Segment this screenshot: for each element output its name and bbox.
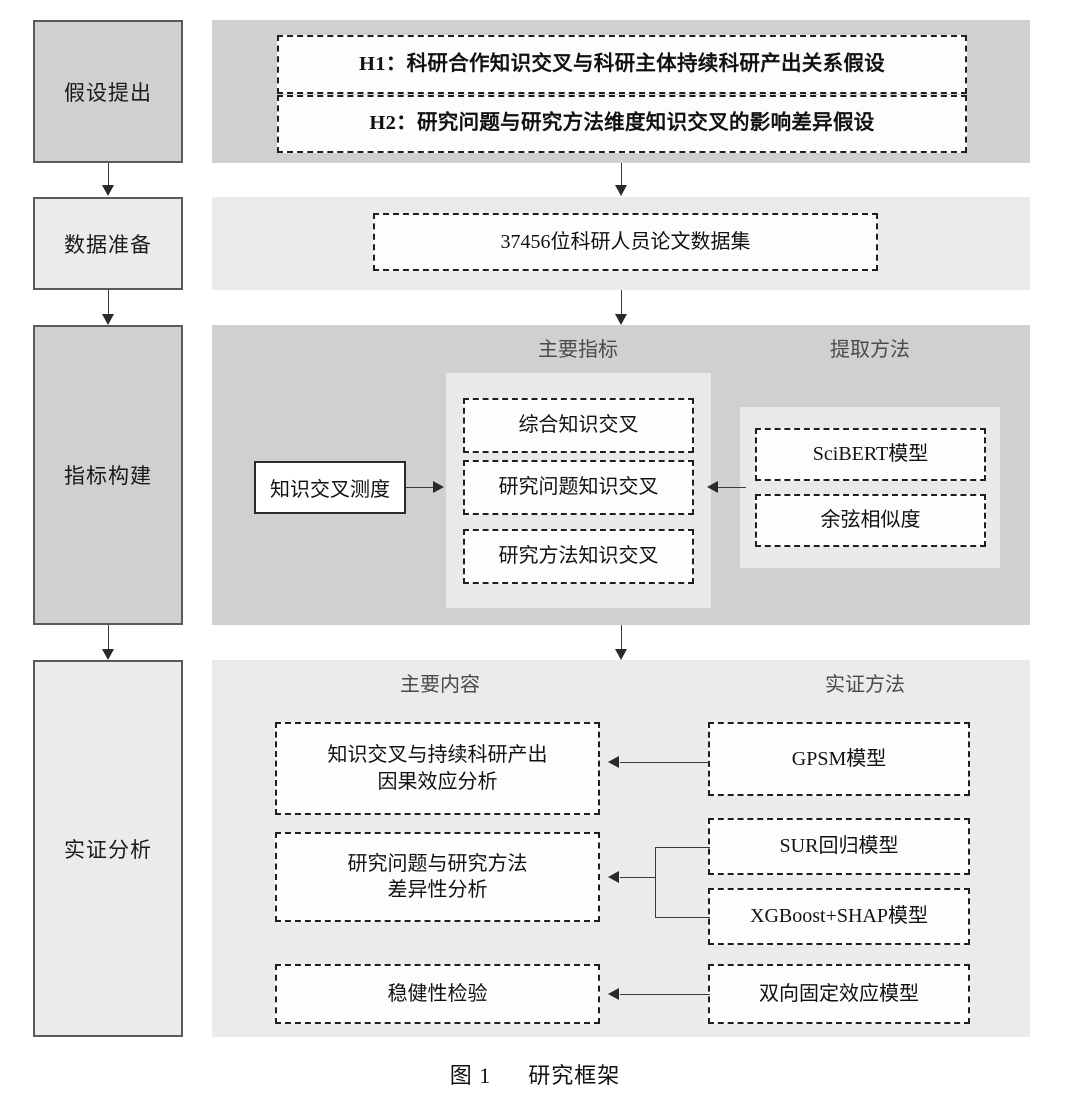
hypothesis-label: H1：科研合作知识交叉与科研主体持续科研产出关系假设 [359,52,885,75]
stage-box-empirical-analysis: 实证分析 [33,660,183,1037]
main-connector-3 [621,625,622,649]
stage-label: 数据准备 [64,232,152,257]
empirical-method-box-two-way-fixed-effects: 双向固定效应模型 [708,964,970,1024]
robustness-arrow-icon [608,988,619,1000]
hypothesis-label: H2：研究问题与研究方法维度知识交叉的影响差异假设 [369,112,875,135]
indicator-box-research-method: 研究方法知识交叉 [463,529,694,584]
data-preparation-box: 37456位科研人员论文数据集 [373,213,878,271]
gpsm-arrow-icon [608,756,619,768]
hypothesis-box-h1: H1：科研合作知识交叉与科研主体持续科研产出关系假设 [277,35,967,94]
extraction-to-indicator-connector [718,487,746,488]
figure-caption-title: 研究框架 [528,1063,621,1088]
method-label: 余弦相似度 [820,509,921,532]
content-label: 知识交叉与持续科研产出 因果效应分析 [327,744,548,793]
indicator-label: 研究方法知识交叉 [498,545,659,568]
column-header-label: 主要指标 [538,339,618,361]
fixed-effects-to-content-connector [620,994,710,995]
column-header-label: 提取方法 [830,339,910,361]
column-header-extraction-method: 提取方法 [770,333,970,362]
figure-caption: 图 1 研究框架 [0,1058,1070,1090]
stage-box-indicator-construction: 指标构建 [33,325,183,625]
merge-to-content-connector [620,877,656,878]
difference-analysis-arrow-icon [608,871,619,883]
stage-arrow-2-icon [102,314,114,325]
main-arrow-3-icon [615,649,627,660]
stage-arrow-1-icon [102,185,114,196]
method-label: SUR回归模型 [779,835,899,858]
stage-box-hypothesis: 假设提出 [33,20,183,163]
method-label: SciBERT模型 [812,443,929,466]
dataset-label: 37456位科研人员论文数据集 [500,230,751,253]
column-header-label: 实证方法 [825,674,905,696]
empirical-method-box-xgboost-shap: XGBoost+SHAP模型 [708,888,970,945]
main-connector-2 [621,290,622,314]
xgboost-branch-connector [655,917,710,918]
content-label: 稳健性检验 [387,982,488,1005]
stage-label: 实证分析 [64,837,152,862]
indicator-label: 研究问题知识交叉 [498,476,659,499]
content-box-robustness-test: 稳健性检验 [275,964,600,1024]
hypothesis-box-h2: H2：研究问题与研究方法维度知识交叉的影响差异假设 [277,95,967,153]
empirical-merge-connector [655,847,656,917]
measure-to-indicator-connector [406,487,434,488]
gpsm-to-content-connector [620,762,710,763]
stage-label: 指标构建 [64,464,152,488]
extraction-arrow-icon [707,481,718,493]
extraction-method-box-scibert: SciBERT模型 [755,428,986,481]
stage-connector-1 [108,163,109,185]
content-label: 研究问题与研究方法 差异性分析 [347,852,528,901]
main-arrow-2-icon [615,314,627,325]
stage-connector-3 [108,625,109,649]
main-connector-1 [621,163,622,185]
empirical-method-box-gpsm: GPSM模型 [708,722,970,796]
stage-arrow-3-icon [102,649,114,660]
content-box-difference-analysis: 研究问题与研究方法 差异性分析 [275,832,600,922]
knowledge-crossover-measure-box: 知识交叉测度 [254,461,406,514]
sur-branch-connector [655,847,710,848]
figure-caption-label: 图 1 [449,1063,492,1088]
extraction-method-box-cosine: 余弦相似度 [755,494,986,547]
method-label: 双向固定效应模型 [759,982,919,1005]
measure-arrow-icon [433,481,444,493]
indicator-label: 综合知识交叉 [518,414,639,437]
column-header-main-indicators: 主要指标 [478,333,678,362]
measure-label: 知识交叉测度 [270,479,390,501]
stage-label: 假设提出 [64,80,152,105]
main-arrow-1-icon [615,185,627,196]
method-label: GPSM模型 [791,747,887,770]
method-label: XGBoost+SHAP模型 [750,905,928,928]
column-header-main-content: 主要内容 [340,668,540,697]
empirical-method-box-sur: SUR回归模型 [708,818,970,875]
stage-box-data-preparation: 数据准备 [33,197,183,290]
stage-connector-2 [108,290,109,314]
indicator-box-research-question: 研究问题知识交叉 [463,460,694,515]
column-header-empirical-method: 实证方法 [765,668,965,697]
column-header-label: 主要内容 [400,674,480,696]
content-box-causal-effect: 知识交叉与持续科研产出 因果效应分析 [275,722,600,815]
indicator-box-comprehensive: 综合知识交叉 [463,398,694,453]
